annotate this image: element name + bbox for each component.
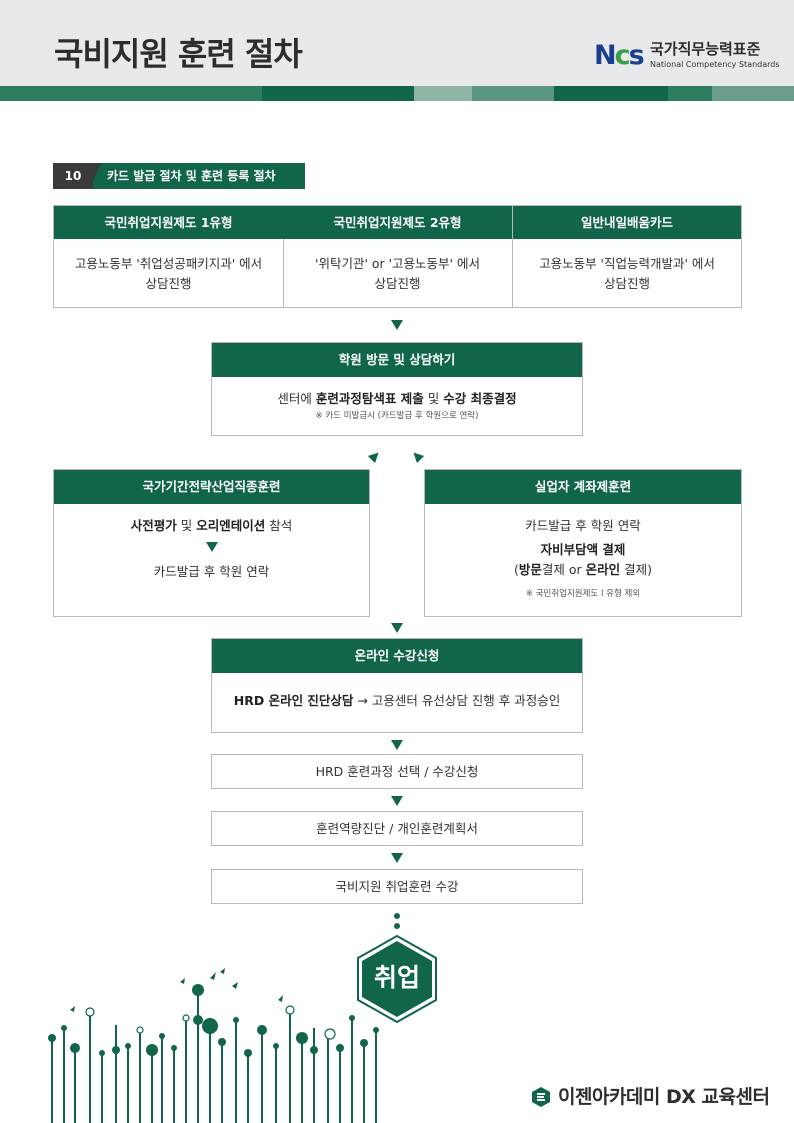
support-types-table: 국민취업지원제도 1유형 고용노동부 '취업성공패키지과' 에서 상담진행 국민…	[53, 205, 742, 308]
type-line1: 고용노동부 '취업성공패키지과' 에서	[74, 256, 263, 271]
account-line2: 자비부담액 결제	[540, 542, 626, 557]
type-line2: 상담진행	[374, 276, 421, 291]
employment-hexagon	[357, 935, 437, 1023]
down-arrow-icon	[391, 623, 403, 633]
ncs-logo-mark: Ncs	[594, 40, 645, 71]
national-training-box: 국가기간전략산업직종훈련 사전평가 및 오리엔테이션 참석 카드발급 후 학원 …	[53, 469, 370, 617]
visit-box: 학원 방문 및 상담하기 센터에 훈련과정탐색표 제출 및 수강 최종결정 ※ …	[211, 342, 583, 436]
page-title: 국비지원 훈련 절차	[54, 35, 303, 73]
ncs-korean-name: 국가직무능력표준	[650, 40, 761, 58]
visit-note: ※ 카드 미발급시 (카드발급 후 학원으로 연락)	[315, 411, 479, 421]
section-label: 카드 발급 절차 및 훈련 등록 절차	[107, 169, 276, 183]
account-line3: (방문결제 or 온라인 결제)	[513, 562, 652, 577]
online-title: 온라인 수강신청	[212, 639, 582, 673]
ncs-logo: Ncs 국가직무능력표준 National Competency Standar…	[594, 40, 780, 74]
section-number: 10	[53, 163, 93, 189]
type-line1: 고용노동부 '직업능력개발과' 에서	[539, 256, 715, 271]
national-line2: 카드발급 후 학원 연락	[153, 564, 270, 579]
account-title: 실업자 계좌제훈련	[425, 470, 741, 504]
type-column-2: 국민취업지원제도 2유형 '위탁기관' or '고용노동부' 에서 상담진행	[283, 206, 513, 307]
connector-dot	[394, 913, 400, 919]
page-header: 국비지원 훈련 절차 Ncs 국가직무능력표준 National Compete…	[0, 0, 794, 86]
account-note: ※ 국민취업지원제도 I 유형 제외	[525, 589, 641, 599]
national-line1: 사전평가 및 오리엔테이션 참석	[130, 518, 293, 533]
down-arrow-icon	[391, 796, 403, 806]
type-line1: '위탁기관' or '고용노동부' 에서	[315, 256, 480, 271]
arrow-right-icon	[409, 448, 425, 464]
step-box: 국비지원 취업훈련 수강	[211, 869, 583, 904]
employment-label: 취업	[373, 963, 420, 992]
visit-title: 학원 방문 및 상담하기	[212, 343, 582, 377]
online-box: 온라인 수강신청 HRD 온라인 진단상담 → 고용센터 유선상담 진행 후 과…	[211, 638, 583, 733]
type-column-1: 국민취업지원제도 1유형 고용노동부 '취업성공패키지과' 에서 상담진행	[54, 206, 284, 307]
online-text: HRD 온라인 진단상담 → 고용센터 유선상담 진행 후 과정승인	[233, 693, 561, 708]
type-title: 국민취업지원제도 1유형	[54, 206, 283, 239]
plant-decoration	[48, 968, 379, 1123]
down-arrow-icon	[391, 740, 403, 750]
ncs-english-name: National Competency Standards	[650, 60, 780, 69]
account-line1: 카드발급 후 학원 연락	[525, 518, 641, 533]
down-arrow-icon	[391, 853, 403, 863]
ezen-logo-icon	[532, 1087, 550, 1107]
type-line2: 상담진행	[603, 276, 650, 291]
step-box: HRD 훈련과정 선택 / 수강신청	[211, 754, 583, 789]
national-title: 국가기간전략산업직종훈련	[54, 470, 369, 504]
step-box: 훈련역량진단 / 개인훈련계획서	[211, 811, 583, 846]
account-training-box: 실업자 계좌제훈련 카드발급 후 학원 연락 자비부담액 결제 (방문결제 or…	[424, 469, 742, 617]
down-arrow-icon	[206, 542, 218, 552]
type-title: 국민취업지원제도 2유형	[283, 206, 512, 239]
section-tag: 10 카드 발급 절차 및 훈련 등록 절차	[53, 163, 305, 189]
down-arrow-icon	[391, 320, 403, 330]
arrow-left-icon	[367, 448, 383, 464]
connector-dot	[394, 923, 400, 929]
footer-text: 이젠아카데미 DX 교육센터	[558, 1086, 770, 1108]
footer-logo: 이젠아카데미 DX 교육센터	[530, 1085, 790, 1111]
type-line2: 상담진행	[145, 276, 192, 291]
type-column-3: 일반내일배움카드 고용노동부 '직업능력개발과' 에서 상담진행	[513, 206, 741, 307]
type-title: 일반내일배움카드	[513, 206, 741, 239]
visit-text: 센터에 훈련과정탐색표 제출 및 수강 최종결정	[277, 391, 517, 406]
